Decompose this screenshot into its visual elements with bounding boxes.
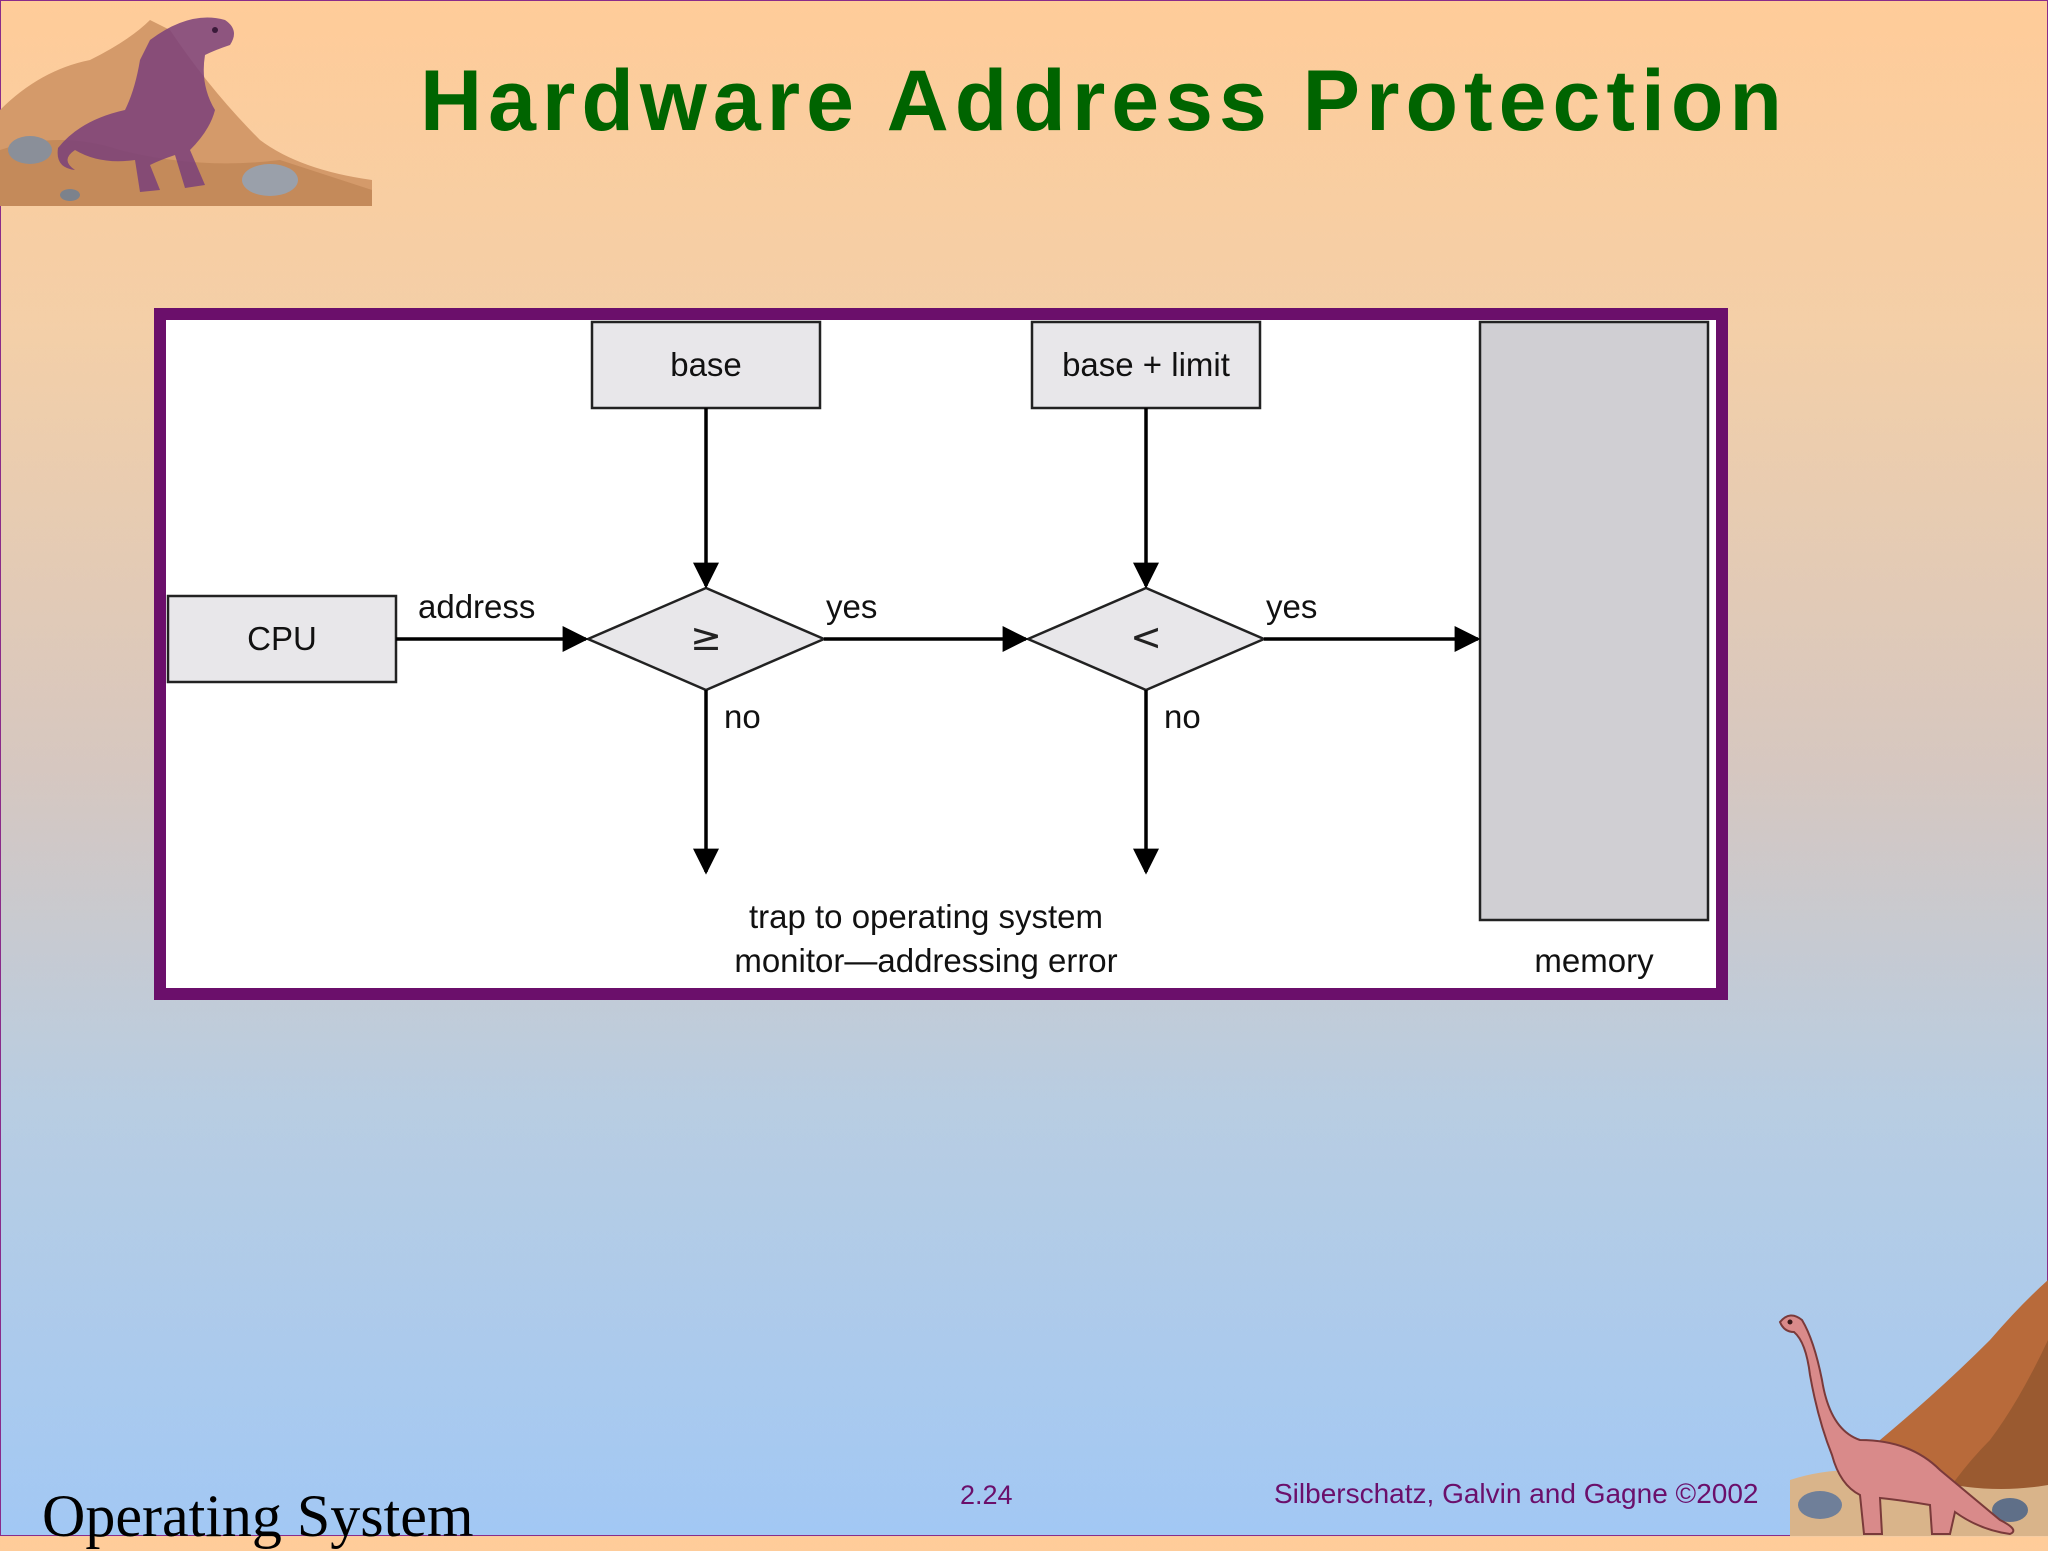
course-name: Operating System: [42, 1483, 474, 1549]
compare-ge-symbol: ≥: [690, 615, 722, 659]
diagram-frame: CPU base base + limit address ≥ < yes ye…: [154, 308, 1728, 1000]
no-label-2: no: [1164, 698, 1201, 735]
base-limit-box: [1030, 320, 1262, 410]
yes-label-1: yes: [826, 588, 878, 625]
no-label-1: no: [724, 698, 761, 735]
compare-lt-symbol: <: [1130, 615, 1162, 659]
page-number: 2.24: [960, 1480, 1013, 1510]
tyrannosaurus-illustration-icon: [0, 17, 372, 206]
brontosaurus-illustration-icon: [1778, 1280, 2048, 1536]
base-box: [590, 320, 822, 410]
trap-label-line1: trap to operating system: [748, 898, 1103, 935]
diagram-canvas: CPU base base + limit address ≥ < yes ye…: [166, 320, 1716, 988]
yes-label-2: yes: [1266, 588, 1318, 625]
memory-label: memory: [1534, 942, 1654, 979]
base-limit-label: base + limit: [1062, 346, 1230, 383]
trap-label-line2: monitor—addressing error: [734, 942, 1118, 979]
page-title: Hardware Address Protection: [420, 53, 1788, 149]
address-label: address: [418, 588, 536, 625]
authors-credit: Silberschatz, Galvin and Gagne ©2002: [1274, 1478, 1759, 1509]
flow-lines: [166, 320, 1710, 922]
cpu-label: CPU: [247, 620, 317, 657]
cpu-box: [166, 594, 398, 684]
base-label: base: [670, 346, 742, 383]
memory-block: [1478, 320, 1710, 922]
